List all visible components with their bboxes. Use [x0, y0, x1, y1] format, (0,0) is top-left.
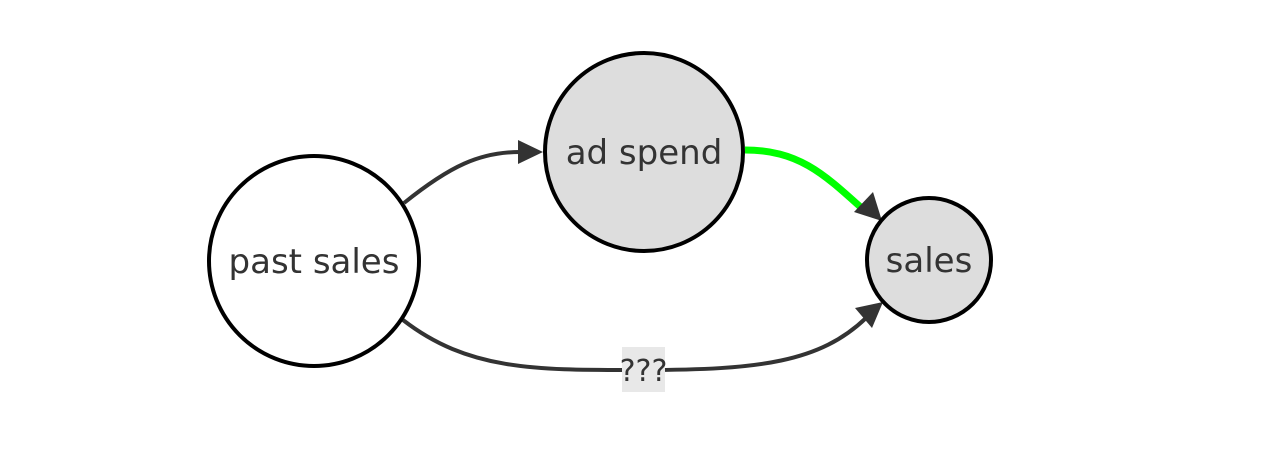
edge-label-text: ???: [620, 354, 668, 389]
edge-label: ???: [620, 347, 668, 392]
node-label: past sales: [229, 242, 400, 282]
arrowhead-icon: [854, 192, 882, 221]
node-label: ad spend: [566, 133, 723, 173]
node-label: sales: [886, 241, 973, 281]
node-ad-spend[interactable]: ad spend: [543, 51, 745, 253]
edge-ad-spend-to-sales: [744, 146, 869, 215]
node-past-sales[interactable]: past sales: [207, 154, 421, 368]
edge-past-sales-to-ad-spend: [402, 150, 521, 205]
arrowhead-icon: [855, 302, 883, 328]
node-sales[interactable]: sales: [865, 196, 993, 324]
arrowhead-icon: [518, 140, 543, 164]
